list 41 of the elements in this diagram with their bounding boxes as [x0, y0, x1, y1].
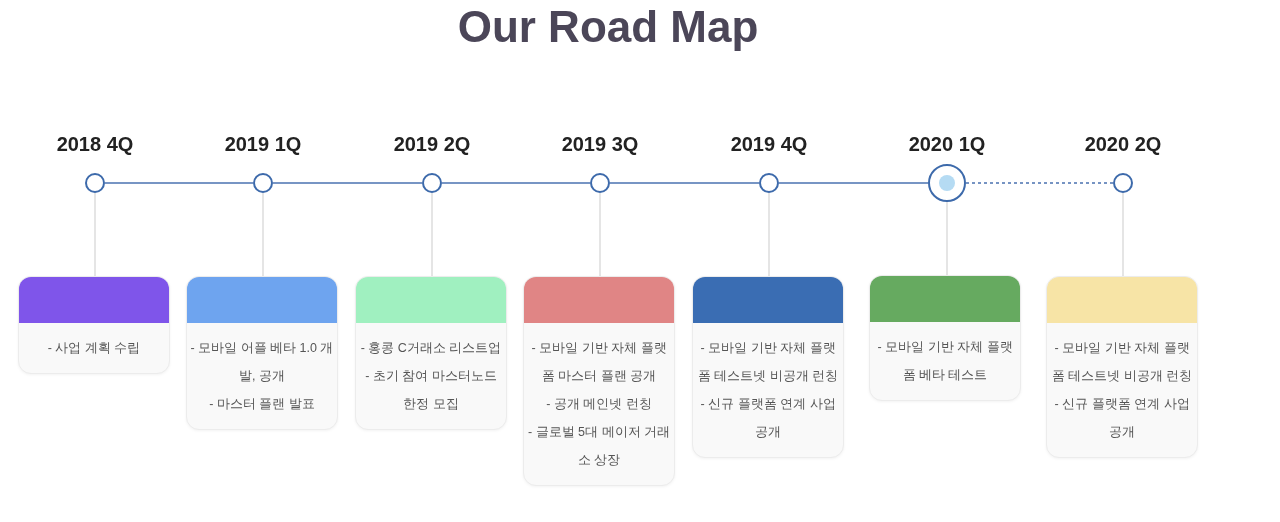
milestone-item: - 모바일 기반 자체 플랫폼 마스터 플랜 공개 [530, 340, 668, 385]
milestone-item: - 글로벌 5대 메이저 거래소 상장 [527, 424, 671, 469]
quarter-label: 2019 2Q [392, 132, 472, 157]
timeline-line [441, 182, 591, 184]
milestone-item: - 모바일 기반 자체 플랫폼 베타 테스트 [876, 339, 1014, 384]
milestone-card [355, 276, 507, 430]
quarter-label: 2019 4Q [729, 132, 809, 157]
milestone-item: - 마스터 플랜 발표 [208, 396, 316, 413]
page-title: Our Road Map [456, 1, 760, 53]
milestone-card [523, 276, 675, 486]
quarter-label: 2018 4Q [55, 132, 135, 157]
timeline-line [778, 182, 929, 184]
milestone-item: - 초기 참여 마스터노드 한정 모집 [364, 368, 498, 413]
timeline-line [104, 182, 254, 184]
milestone-item: - 공개 메인넷 런칭 [545, 396, 653, 413]
milestone-card [18, 276, 170, 374]
milestone-item: - 사업 계획 수립 [46, 340, 142, 357]
milestone-card [186, 276, 338, 430]
quarter-label: 2020 2Q [1083, 132, 1163, 157]
timeline-dot-icon [928, 164, 966, 202]
timeline-dot-icon [85, 173, 105, 193]
timeline-dot-icon [759, 173, 779, 193]
timeline-dot-icon [422, 173, 442, 193]
timeline-dot-icon [253, 173, 273, 193]
timeline-line [965, 182, 1114, 184]
milestone-item: - 모바일 어플 베타 1.0 개발, 공개 [189, 340, 335, 385]
quarter-label: 2019 3Q [560, 132, 640, 157]
timeline-dot-icon [1113, 173, 1133, 193]
quarter-label: 2019 1Q [223, 132, 303, 157]
milestone-item: - 홍콩 C거래소 리스트업 [359, 340, 503, 357]
milestone-item: - 신규 플랫폼 연계 사업 공개 [1053, 396, 1191, 441]
milestone-card [869, 275, 1021, 401]
timeline-dot-icon [590, 173, 610, 193]
milestone-item: - 모바일 기반 자체 플랫폼 테스트넷 비공개 런칭 [696, 340, 840, 385]
milestone-card [1046, 276, 1198, 458]
milestone-card [692, 276, 844, 458]
milestone-item: - 신규 플랫폼 연계 사업 공개 [699, 396, 837, 441]
timeline-line [272, 182, 423, 184]
milestone-item: - 모바일 기반 자체 플랫폼 테스트넷 비공개 런칭 [1050, 340, 1194, 385]
timeline-line [609, 182, 760, 184]
quarter-label: 2020 1Q [907, 132, 987, 157]
